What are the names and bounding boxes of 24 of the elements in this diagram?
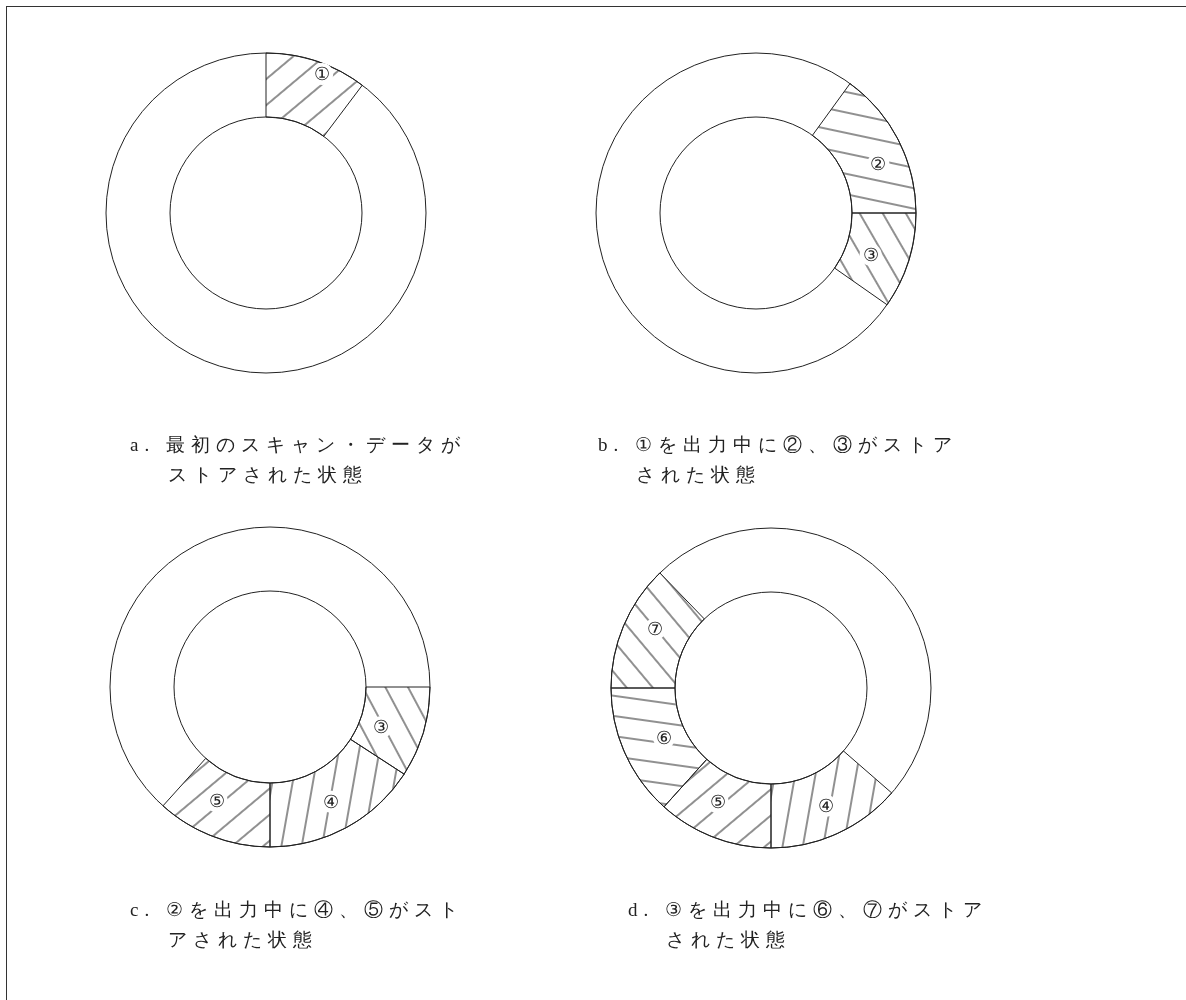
caption: b. ①を出力中に②、③がストアされた状態 (598, 433, 959, 487)
caption: d. ③を出力中に⑥、⑦がストアされた状態 (628, 898, 989, 952)
hatched-segment (834, 212, 917, 306)
hatched-segment (663, 758, 772, 849)
hatched-segment (610, 687, 708, 808)
hatched-segment (269, 738, 405, 848)
segment-number: ⑤ (208, 791, 225, 812)
segment-number: ⑤ (709, 792, 726, 813)
hatched-segment (162, 757, 271, 848)
segment-number: ④ (323, 791, 340, 812)
segment-number: ④ (817, 795, 834, 816)
segment-number: ⑥ (656, 727, 673, 748)
hatched-segment (265, 52, 363, 137)
segment-number: ③ (862, 244, 879, 265)
caption: a. 最初のスキャン・データがストアされた状態 (130, 433, 467, 487)
hatched-segment (610, 572, 705, 689)
segment-number: ① (314, 63, 331, 84)
segment-number: ② (870, 153, 887, 174)
segment-number: ⑦ (647, 619, 664, 639)
segment-number: ③ (372, 717, 389, 738)
hatched-segment (770, 750, 893, 849)
hatched-segment (350, 686, 431, 775)
hatched-segment (811, 83, 917, 214)
caption: c. ②を出力中に④、⑤がストアされた状態 (130, 898, 465, 952)
